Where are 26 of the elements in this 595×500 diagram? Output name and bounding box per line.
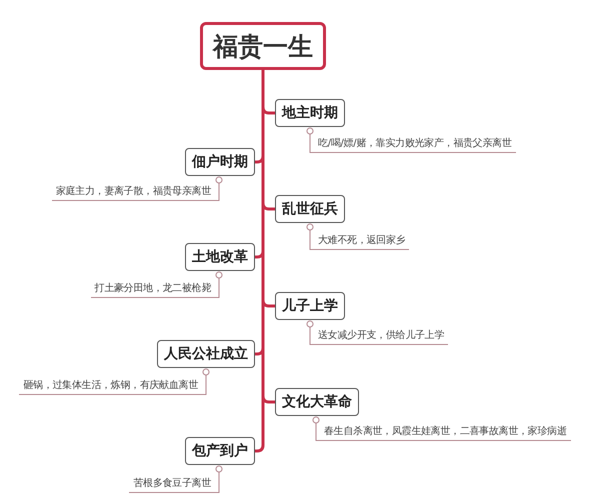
topic-box: 土地改革 — [185, 243, 255, 271]
topic-box: 包产到户 — [185, 437, 255, 465]
leader-line — [306, 224, 314, 250]
note-text: 砸锅，过集体生活，炼钢，有庆献血离世 — [19, 378, 206, 395]
note-text: 打土豪分田地，龙二被枪毙 — [90, 281, 219, 298]
note-text: 春生自杀离世，凤霞生娃离世，二喜事故离世，家珍病逝 — [316, 424, 571, 441]
topic-box: 佃户时期 — [185, 148, 255, 176]
note-text: 大难不死，返回家乡 — [310, 233, 410, 250]
leader-line — [202, 368, 210, 396]
title-box: 福贵一生 — [200, 22, 326, 70]
topic-box: 地主时期 — [275, 99, 345, 127]
branch-line — [254, 70, 264, 452]
topic-box: 文化大革命 — [275, 388, 359, 416]
leader-line — [312, 416, 320, 442]
leader-line — [216, 272, 222, 298]
leader-line — [216, 176, 222, 202]
topic-box: 人民公社成立 — [157, 340, 255, 368]
topic-box: 儿子上学 — [275, 292, 345, 320]
note-text: 送女减少开支，供给儿子上学 — [310, 328, 448, 345]
note-text: 吃/喝/嫖/赌，靠实力败光家产，福贵父亲离世 — [310, 136, 516, 153]
note-text: 苦根多食豆子离世 — [129, 476, 219, 493]
note-text: 家庭主力，妻离子散，福贵母亲离世 — [52, 184, 219, 201]
leader-line — [216, 466, 222, 494]
topic-box: 乱世征兵 — [275, 195, 345, 223]
leader-line — [306, 320, 314, 346]
leader-line — [306, 128, 314, 154]
